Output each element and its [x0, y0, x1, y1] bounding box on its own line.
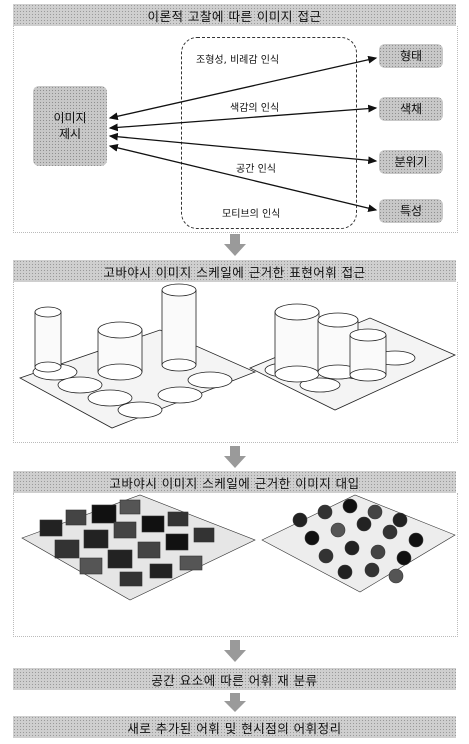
down-arrow-3 [224, 640, 246, 662]
arrow-form [108, 55, 378, 121]
down-arrow-1 [224, 234, 246, 256]
arrow-character [108, 144, 378, 212]
step-4-label: 공간 요소에 따른 어휘 재 분류 [151, 672, 318, 688]
arrow-color [108, 104, 378, 132]
step-1-label: 이론적 고찰에 따른 이미지 접근 [147, 8, 322, 24]
down-arrow-4 [224, 693, 246, 712]
step-1-header: 이론적 고찰에 따른 이미지 접근 [13, 4, 456, 26]
step-3-header: 고바야시 이미지 스케일에 근거한 이미지 대입 [13, 471, 456, 493]
expression-vocabulary-section [13, 282, 458, 443]
down-arrow-2 [224, 446, 246, 468]
step-3-label: 고바야시 이미지 스케일에 근거한 이미지 대입 [109, 475, 360, 491]
step-5-header: 새로 추가된 어휘 및 현시점의 어휘정리 [13, 716, 456, 738]
image-scale-3d-left [19, 283, 257, 429]
target-color-label: 색채 [399, 102, 423, 116]
image-mapping-left [21, 494, 256, 601]
step-2-label: 고바야시 이미지 스케일에 근거한 표현어휘 접근 [103, 264, 366, 280]
step-2-header: 고바야시 이미지 스케일에 근거한 표현어휘 접근 [13, 260, 456, 282]
target-character-box: 특성 [379, 199, 443, 223]
target-mood-label: 분위기 [394, 155, 428, 169]
target-mood-box: 분위기 [379, 150, 443, 174]
image-scale-3d-right [249, 303, 456, 411]
recognition-motif: 모티브의 인식 [222, 209, 281, 220]
target-color-box: 색채 [379, 97, 443, 121]
target-form-label: 형태 [399, 49, 423, 63]
arrow-mood [108, 132, 378, 165]
image-presentation-box: 이미지 제시 [33, 86, 107, 166]
step-5-label: 새로 추가된 어휘 및 현시점의 어휘정리 [127, 720, 342, 736]
recognition-diagram [13, 26, 458, 233]
target-form-box: 형태 [379, 44, 443, 68]
image-presentation-label: 이미지 제시 [53, 111, 87, 141]
step-4-header: 공간 요소에 따른 어휘 재 분류 [13, 668, 456, 690]
target-character-label: 특성 [399, 204, 423, 218]
image-mapping-right [261, 494, 456, 593]
image-mapping-section [13, 493, 458, 637]
